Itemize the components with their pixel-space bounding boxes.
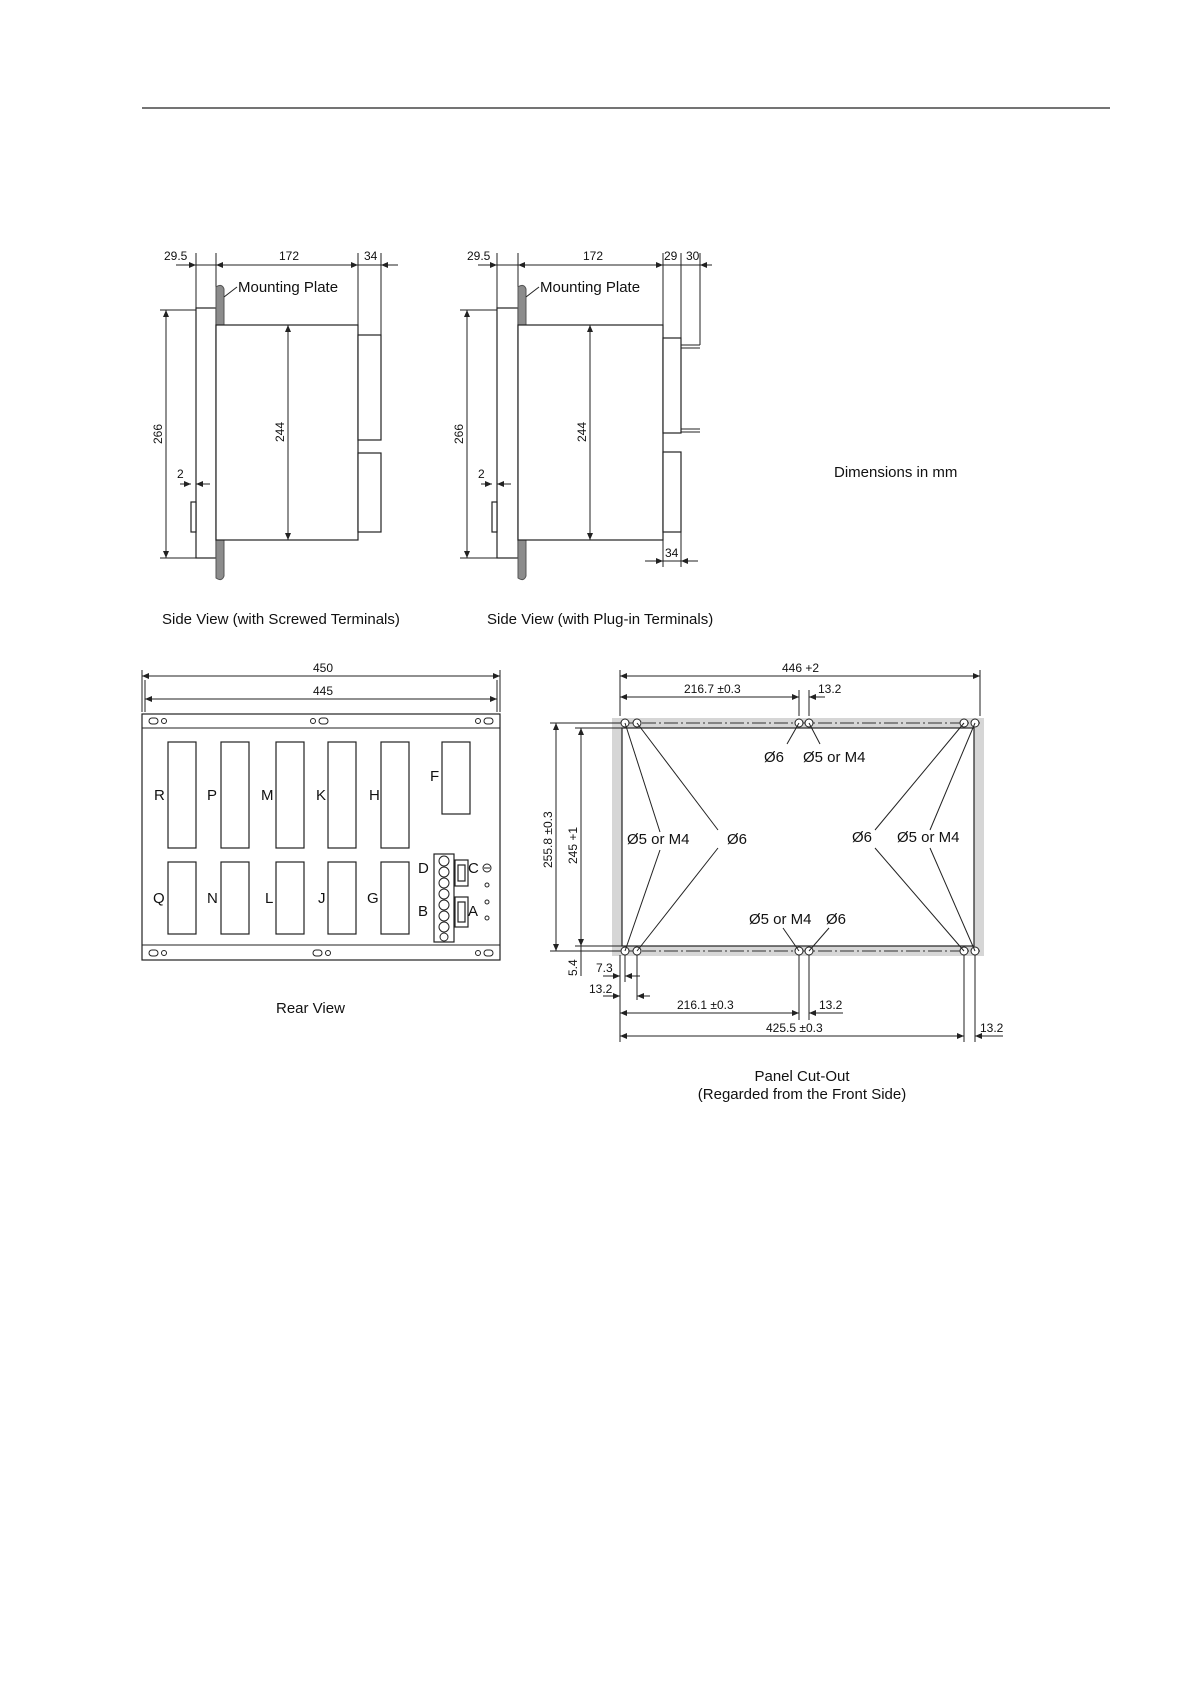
dim-5-4: 5.4 <box>566 959 580 976</box>
terminal-m <box>275 741 305 849</box>
dim-29: 29 <box>664 249 678 263</box>
label-c: C <box>468 860 479 877</box>
hole-label-d6-top: Ø6 <box>764 749 784 766</box>
dim-244: 244 <box>273 422 287 442</box>
dim-425-5: 425.5 ±0.3 <box>766 1021 823 1035</box>
terminal-k <box>327 741 357 849</box>
label-p: P <box>207 787 217 804</box>
terminal-f <box>441 741 471 815</box>
mounting-plate-label: Mounting Plate <box>238 279 338 296</box>
dim-13-2-top: 13.2 <box>818 682 842 696</box>
mounting-plate-label-b: Mounting Plate <box>540 279 640 296</box>
dim-2: 2 <box>177 467 184 481</box>
dim-13-2-left: 13.2 <box>589 982 613 996</box>
label-k: K <box>316 787 326 804</box>
dim-2-b: 2 <box>478 467 485 481</box>
dim-244-b: 244 <box>575 422 589 442</box>
label-r: R <box>154 787 165 804</box>
label-d: D <box>418 860 429 877</box>
hole-label-d6-left: Ø6 <box>727 831 747 848</box>
mounting-plate-b <box>517 284 527 326</box>
terminal-g <box>380 861 410 935</box>
caption-panel-cutout: Panel Cut-Out <box>754 1068 850 1085</box>
dim-29-5: 29.5 <box>164 249 188 263</box>
caption-panel-cutout-sub: (Regarded from the Front Side) <box>698 1086 906 1103</box>
dim-13-2-right: 13.2 <box>980 1021 1004 1035</box>
label-j: J <box>318 890 326 907</box>
units-note: Dimensions in mm <box>834 464 957 481</box>
hole-label-d5-bottom: Ø5 or M4 <box>749 911 812 928</box>
plug-connector-upper <box>662 337 682 434</box>
dim-445: 445 <box>313 684 333 698</box>
dim-216-1: 216.1 ±0.3 <box>677 998 734 1012</box>
dim-255-8: 255.8 ±0.3 <box>541 811 555 868</box>
terminal-q <box>167 861 197 935</box>
dim-446: 446 +2 <box>782 661 819 675</box>
terminal-h <box>380 741 410 849</box>
label-m: M <box>261 787 274 804</box>
label-b: B <box>418 903 428 920</box>
dim-172-b: 172 <box>583 249 603 263</box>
label-a: A <box>468 903 478 920</box>
dim-34-bottom: 34 <box>665 546 679 560</box>
front-panel-tab-b <box>491 501 498 533</box>
hole-label-d6-bottom: Ø6 <box>826 911 846 928</box>
label-q: Q <box>153 890 165 907</box>
label-n: N <box>207 890 218 907</box>
caption-rear-view: Rear View <box>276 1000 345 1017</box>
dim-13-2-bottom: 13.2 <box>819 998 843 1012</box>
hole-label-d5-top: Ø5 or M4 <box>803 749 866 766</box>
label-f: F <box>430 768 439 785</box>
label-l: L <box>265 890 273 907</box>
hole-label-d5-left: Ø5 or M4 <box>627 831 690 848</box>
front-panel-tab <box>190 501 197 533</box>
terminal-l <box>275 861 305 935</box>
dim-266-b: 266 <box>452 424 466 444</box>
front-panel-b <box>496 307 519 559</box>
case-body <box>215 324 359 541</box>
hole-label-d5-right: Ø5 or M4 <box>897 829 960 846</box>
mounting-plate-bottom-b <box>517 539 527 581</box>
panel-cutout: 446 +2 216.7 ±0.3 13.2 255.8 ±0.3 245 +1… <box>541 661 1004 1103</box>
side-view-plugin: 29.5 172 29 30 Mounting Plate 266 244 2 … <box>452 249 713 628</box>
terminal-n <box>220 861 250 935</box>
dim-172: 172 <box>279 249 299 263</box>
caption-side-plugin: Side View (with Plug-in Terminals) <box>487 611 713 628</box>
terminal-j <box>327 861 357 935</box>
terminal-block-lower <box>357 452 382 533</box>
front-panel <box>195 307 217 559</box>
label-g: G <box>367 890 379 907</box>
dim-34: 34 <box>364 249 378 263</box>
mounting-plate-bottom <box>215 539 225 581</box>
mounting-plate <box>215 284 225 326</box>
rear-view: 450 445 R P M K <box>141 661 501 1017</box>
caption-side-screwed: Side View (with Screwed Terminals) <box>162 611 400 628</box>
dim-450: 450 <box>313 661 333 675</box>
terminal-block-upper <box>357 334 382 441</box>
terminal-r <box>167 741 197 849</box>
dim-216-7: 216.7 ±0.3 <box>684 682 741 696</box>
dim-29-5-b: 29.5 <box>467 249 491 263</box>
dim-30: 30 <box>686 249 700 263</box>
terminal-p <box>220 741 250 849</box>
hole-label-d6-right: Ø6 <box>852 829 872 846</box>
dim-266: 266 <box>151 424 165 444</box>
cutout-opening <box>621 727 975 947</box>
side-view-screwed: 29.5 172 34 Mounting Plate 266 244 2 Sid… <box>151 249 400 628</box>
terminal-block-lower-b <box>662 451 682 533</box>
dim-7-3: 7.3 <box>596 961 613 975</box>
label-h: H <box>369 787 380 804</box>
dim-245: 245 +1 <box>566 827 580 864</box>
